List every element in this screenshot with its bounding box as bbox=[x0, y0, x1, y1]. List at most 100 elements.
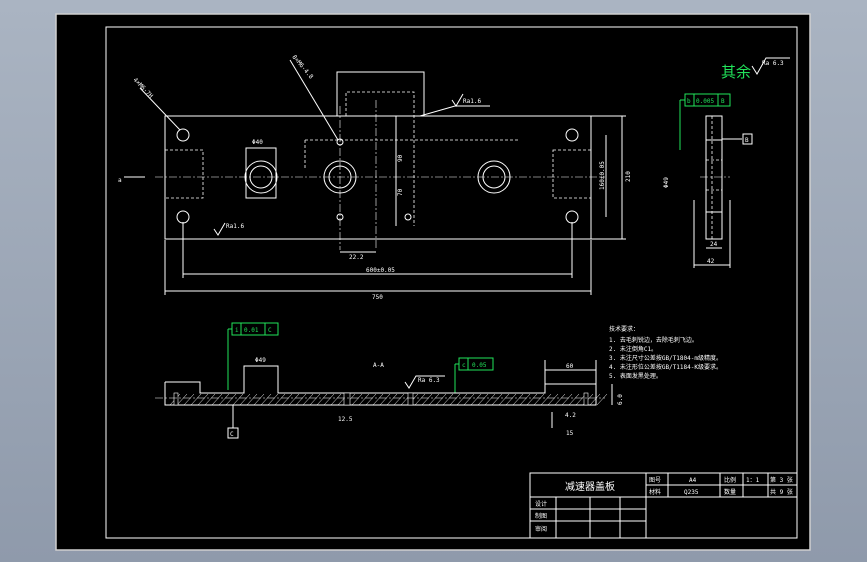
drawing-no-label: 图号 bbox=[649, 477, 661, 484]
tech-item: 2. 未注倒角C1。 bbox=[609, 345, 657, 353]
hatch-line bbox=[239, 393, 251, 406]
scale-label: 比例 bbox=[724, 476, 736, 484]
hatch-line bbox=[253, 393, 265, 406]
tol-mid-value: 0.05 bbox=[472, 362, 487, 369]
section-dim-step: 4.2 bbox=[565, 412, 576, 419]
hatch-line bbox=[456, 393, 468, 406]
hatch-line bbox=[554, 393, 566, 406]
hatch-line bbox=[386, 393, 398, 406]
roughness-bottom: Ra 6.3 bbox=[418, 377, 440, 384]
hatch-line bbox=[197, 393, 209, 406]
tol-left-value: 0.01 bbox=[244, 327, 259, 334]
section-dim-width: 60 bbox=[566, 363, 574, 370]
roughness-symbol-left bbox=[213, 222, 226, 236]
tech-requirements: 技术要求： 1. 去毛刺锐边，去除毛刺飞边。 2. 未注倒角C1。 3. 未注尺… bbox=[609, 325, 722, 380]
tech-item: 1. 去毛刺锐边，去除毛刺飞边。 bbox=[609, 336, 698, 344]
tol-side-datum: b bbox=[687, 98, 691, 105]
dim-90: 90 bbox=[397, 154, 404, 162]
hatch-line bbox=[225, 393, 237, 406]
hatch-line bbox=[288, 393, 300, 406]
tech-item: 4. 未注形位公差按GB/T1184-K级要求。 bbox=[609, 363, 722, 371]
hatch-line bbox=[267, 393, 279, 406]
section-profile bbox=[164, 365, 597, 406]
hatch-line bbox=[477, 393, 489, 406]
hatch-line bbox=[421, 393, 433, 406]
hatch-line bbox=[470, 393, 482, 406]
tol-left-datum: i bbox=[235, 327, 239, 334]
hatch-line bbox=[176, 393, 188, 406]
hatch-line bbox=[281, 393, 293, 406]
dim-bore-side: Φ49 bbox=[663, 177, 670, 188]
hatch-line bbox=[295, 393, 307, 406]
leader-hole-note1 bbox=[139, 87, 181, 131]
corner-hole-tr bbox=[565, 128, 579, 142]
section-dim-15-label: 15 bbox=[566, 430, 574, 437]
hatch-line bbox=[498, 393, 510, 406]
hatch-line bbox=[379, 393, 391, 406]
side-view: 其余 Ra 6.3 b 0.005 B B Φ49 24 42 bbox=[663, 57, 790, 268]
outer-border bbox=[55, 13, 811, 551]
hatch-line bbox=[372, 393, 384, 406]
scale-value: 1：1 bbox=[746, 477, 760, 484]
leader-hole-note2 bbox=[289, 59, 339, 141]
right-pocket bbox=[552, 149, 592, 199]
material-label: 材料 bbox=[649, 488, 661, 496]
boss-dim-label: Φ40 bbox=[252, 139, 263, 146]
hatch-line bbox=[309, 393, 321, 406]
drawing-no-value: A4 bbox=[689, 477, 697, 484]
small-hole-1 bbox=[336, 138, 344, 146]
section-dim-thickness: 6.0 bbox=[617, 394, 624, 405]
left-pocket bbox=[164, 149, 204, 199]
roughness-note-value: Ra 6.3 bbox=[762, 60, 784, 67]
bore-hole-mid-inner bbox=[328, 165, 352, 189]
hatch-line bbox=[414, 393, 426, 406]
tol-left-ref: C bbox=[268, 327, 272, 334]
section-hatching bbox=[169, 393, 608, 406]
hatch-line bbox=[568, 393, 580, 406]
hatch-line bbox=[351, 393, 363, 406]
hatch-line bbox=[232, 393, 244, 406]
hatch-line bbox=[442, 393, 454, 406]
roughness-note-text: 其余 bbox=[721, 63, 751, 81]
hatch-line bbox=[204, 393, 216, 406]
title-block: 减速器盖板 图号 A4 材料 Q235 比例 1：1 数量 第 3 张 共 9 … bbox=[529, 472, 798, 539]
drawing-canvas[interactable] bbox=[56, 14, 810, 550]
hatch-line bbox=[463, 393, 475, 406]
datum-c-box bbox=[227, 427, 239, 439]
hatch-line bbox=[533, 393, 545, 406]
inner-frame bbox=[105, 26, 798, 539]
dim-hole-spacing: 600±0.05 bbox=[366, 267, 395, 274]
datum-b-box bbox=[742, 133, 753, 145]
hatch-line bbox=[190, 393, 202, 406]
hatch-line bbox=[316, 393, 328, 406]
boss-bore-label: Φ49 bbox=[255, 357, 266, 364]
section-arrow-a: a bbox=[118, 177, 122, 184]
hatch-line bbox=[596, 393, 608, 406]
tech-heading: 技术要求： bbox=[609, 325, 639, 333]
tol-side-value: 0.005 bbox=[696, 98, 714, 105]
small-hole-3 bbox=[404, 213, 412, 221]
hatch-line bbox=[323, 393, 335, 406]
hatch-line bbox=[519, 393, 531, 406]
roughness-note-symbol bbox=[751, 57, 790, 75]
small-hole-2 bbox=[336, 213, 344, 221]
tol-mid-datum: c bbox=[462, 362, 466, 369]
section-label: A-A bbox=[373, 362, 384, 369]
hatch-line bbox=[547, 393, 559, 406]
datum-c-label: C bbox=[230, 431, 234, 438]
hatch-line bbox=[505, 393, 517, 406]
hatch-line bbox=[183, 393, 195, 406]
bore-hole-left bbox=[244, 160, 278, 194]
boss-outline bbox=[336, 71, 425, 116]
bore-hole-mid bbox=[323, 160, 357, 194]
side-dim-inner: 24 bbox=[710, 241, 718, 248]
hatch-line bbox=[435, 393, 447, 406]
material-value: Q235 bbox=[684, 489, 699, 496]
drafter-label: 制图 bbox=[535, 512, 547, 520]
section-hole-1 bbox=[343, 392, 351, 406]
leader-ra-top bbox=[419, 105, 456, 117]
total-label: 共 9 张 bbox=[770, 488, 793, 496]
part-name: 减速器盖板 bbox=[565, 480, 615, 493]
checker-label: 审阅 bbox=[535, 525, 547, 533]
